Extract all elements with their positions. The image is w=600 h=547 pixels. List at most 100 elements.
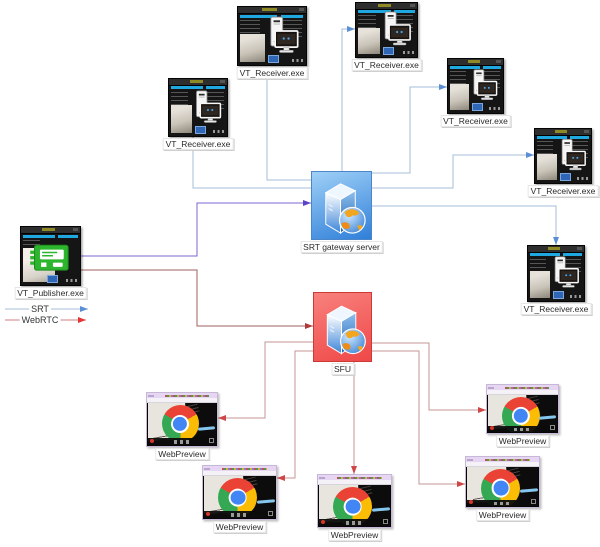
selected-row-highlight xyxy=(170,86,203,90)
node-label-webpreview-4: WebPreview xyxy=(495,435,550,447)
edge-sfu-to-webpreview-2[interactable] xyxy=(277,350,313,481)
window-controls-icon xyxy=(319,476,326,479)
window-title-text xyxy=(42,228,56,231)
edge-gateway-to-receiver-5[interactable] xyxy=(372,152,534,189)
selected-row-highlight xyxy=(449,66,480,70)
node-sfu[interactable] xyxy=(313,292,372,362)
node-receiver-4[interactable] xyxy=(447,58,504,114)
selected-row-highlight-right xyxy=(570,136,589,140)
selected-row-highlight xyxy=(536,136,568,140)
node-gateway[interactable] xyxy=(311,171,372,240)
server-tower-globe-icon xyxy=(324,183,366,235)
browser-viewport xyxy=(319,485,390,526)
node-receiver-6[interactable] xyxy=(527,245,585,302)
tower-pc-monitor-icon xyxy=(473,69,498,101)
close-icon[interactable] xyxy=(577,247,582,250)
usb-device-icon xyxy=(46,274,58,283)
edge-sfu-to-webpreview-5[interactable] xyxy=(372,350,465,487)
node-label-sfu: SFU xyxy=(331,363,354,375)
node-webpreview-1[interactable] xyxy=(146,392,218,447)
status-icons xyxy=(570,295,583,299)
node-webpreview-3[interactable] xyxy=(317,474,392,528)
node-label-webpreview-1: WebPreview xyxy=(155,448,209,460)
node-publisher[interactable] xyxy=(20,226,81,286)
usb-device-icon xyxy=(267,54,279,63)
close-icon[interactable] xyxy=(299,8,304,11)
tab-favicons-strip xyxy=(336,476,383,479)
edge-gateway-to-receiver-6[interactable] xyxy=(372,205,559,245)
node-label-webpreview-3: WebPreview xyxy=(327,529,382,541)
page-thumbnails xyxy=(230,513,248,518)
fullscreen-icon[interactable] xyxy=(531,499,536,504)
node-label-gateway: SRT gateway server xyxy=(300,241,383,253)
green-capture-card-icon xyxy=(29,244,69,271)
edge-gateway-to-receiver-3[interactable] xyxy=(190,137,311,189)
node-receiver-2[interactable] xyxy=(355,2,418,58)
edge-gateway-to-receiver-2[interactable] xyxy=(341,26,355,171)
page-thumbnails xyxy=(173,440,191,445)
selected-row-highlight-right xyxy=(58,234,78,238)
window-title-text xyxy=(548,247,561,250)
window-controls-icon xyxy=(148,394,154,397)
blue-swoosh-graphic xyxy=(198,425,216,431)
node-webpreview-5[interactable] xyxy=(465,456,540,508)
camera-photo-preview xyxy=(536,153,557,180)
chrome-logo-icon xyxy=(161,405,199,443)
edge-sfu-to-webpreview-4[interactable] xyxy=(372,342,486,413)
edge-publisher-to-sfu[interactable] xyxy=(81,269,313,329)
node-label-receiver-5: VT_Receiver.exe xyxy=(527,185,599,197)
fullscreen-icon[interactable] xyxy=(550,425,555,430)
close-icon[interactable] xyxy=(220,80,225,83)
node-webpreview-4[interactable] xyxy=(486,384,559,434)
node-label-receiver-6: VT_Receiver.exe xyxy=(520,303,592,315)
browser-viewport xyxy=(148,403,216,445)
tab-favicons-strip xyxy=(484,458,531,461)
video-controls-bar xyxy=(148,438,216,445)
record-dot-icon xyxy=(321,520,325,524)
video-controls-bar xyxy=(488,426,557,432)
fullscreen-icon[interactable] xyxy=(383,519,388,524)
close-icon[interactable] xyxy=(73,228,78,231)
selected-row-highlight-right xyxy=(482,66,501,70)
fullscreen-icon[interactable] xyxy=(209,438,214,443)
video-controls-bar xyxy=(319,519,390,526)
tower-pc-monitor-icon xyxy=(561,139,586,171)
node-receiver-5[interactable] xyxy=(534,128,592,184)
node-webpreview-2[interactable] xyxy=(202,465,277,520)
edge-gateway-to-receiver-1[interactable] xyxy=(264,67,311,181)
edge-sfu-to-webpreview-1[interactable] xyxy=(218,341,313,421)
record-dot-icon xyxy=(490,426,494,430)
server-tower-globe-icon xyxy=(326,305,366,355)
node-receiver-3[interactable] xyxy=(168,78,228,137)
usb-device-icon xyxy=(559,172,571,181)
video-controls-bar xyxy=(204,511,275,518)
node-receiver-1[interactable] xyxy=(237,6,307,66)
fullscreen-icon[interactable] xyxy=(268,511,273,516)
selected-row-highlight xyxy=(22,234,56,238)
close-icon[interactable] xyxy=(496,60,501,63)
edge-gateway-to-receiver-4[interactable] xyxy=(372,84,447,174)
window-controls-icon xyxy=(204,467,211,470)
video-controls-bar xyxy=(467,499,538,506)
browser-viewport xyxy=(204,476,275,518)
selected-row-highlight xyxy=(240,14,278,18)
blue-swoosh-graphic xyxy=(538,414,557,420)
record-dot-icon xyxy=(150,439,154,443)
tab-favicons-strip xyxy=(505,386,550,389)
window-title-text xyxy=(262,8,278,11)
node-label-receiver-3: VT_Receiver.exe xyxy=(162,138,234,150)
camera-photo-preview xyxy=(529,271,550,298)
close-icon[interactable] xyxy=(410,4,415,7)
close-icon[interactable] xyxy=(584,130,589,133)
browser-toolbar xyxy=(487,390,558,395)
tower-pc-monitor-icon xyxy=(196,90,222,123)
camera-photo-preview xyxy=(240,33,265,62)
status-icons xyxy=(489,107,502,111)
node-label-receiver-4: VT_Receiver.exe xyxy=(440,115,511,127)
node-label-publisher: VT_Publisher.exe xyxy=(14,287,87,299)
window-title-text xyxy=(377,4,392,7)
camera-photo-preview xyxy=(357,27,380,54)
status-icons xyxy=(291,59,304,63)
edge-publisher-to-gateway[interactable] xyxy=(81,200,311,257)
